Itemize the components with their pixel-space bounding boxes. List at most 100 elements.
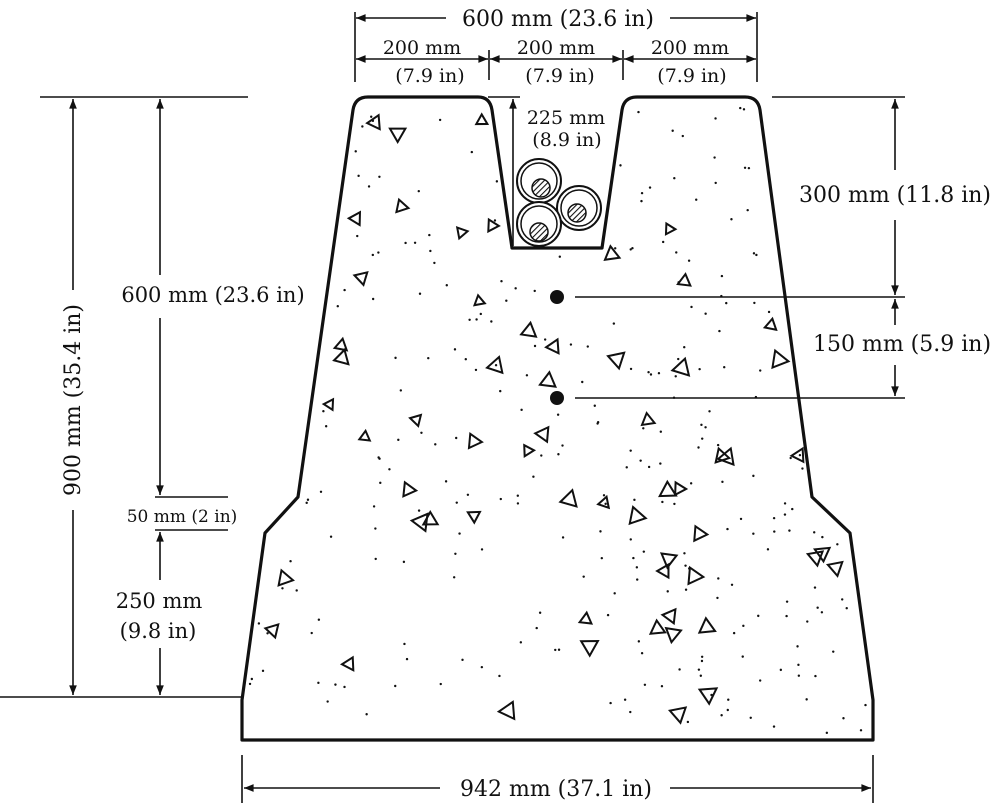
aggregate-stone [659, 552, 679, 570]
aggregate-dot [730, 583, 734, 587]
aggregate-dot [427, 356, 430, 360]
aggregate-dot [464, 358, 467, 361]
lower-height-mm: 250 mm [116, 589, 203, 613]
aggregate-stone [352, 270, 369, 287]
aggregate-dot [557, 648, 561, 651]
aggregate-dot [540, 454, 543, 457]
aggregate-dot [556, 413, 560, 416]
aggregate-dot [586, 345, 589, 348]
aggregate-stone [789, 446, 805, 464]
aggregate-dot [752, 532, 755, 535]
aggregate-dot [266, 632, 269, 635]
aggregate-dot [403, 642, 406, 646]
aggregate-stone [762, 316, 778, 332]
aggregate-dot [343, 288, 346, 292]
aggregate-dot [791, 507, 794, 511]
aggregate-dot [767, 310, 771, 314]
aggregate-dot [700, 655, 704, 659]
aggregate-dot [629, 248, 632, 251]
aggregate-dot [678, 668, 681, 671]
aggregate-dot [329, 535, 333, 538]
aggregate-dot [404, 241, 407, 245]
aggregate-dot [596, 421, 600, 424]
aggregate-dot [417, 509, 421, 512]
aggregate-dot [686, 720, 690, 724]
aggregate-dot [717, 577, 720, 580]
aggregate-dot [326, 700, 329, 703]
aggregate-dot [619, 164, 622, 167]
aggregate-dot [533, 289, 536, 293]
aggregate-dot [602, 494, 606, 497]
aggregate-dot [418, 292, 422, 295]
aggregate-stone [558, 488, 578, 508]
aggregate-dot [649, 373, 653, 376]
aggregate-dot [635, 566, 639, 569]
segment-3-in: (7.9 in) [657, 65, 726, 87]
aggregate-dot [399, 389, 403, 392]
aggregate-dot [716, 443, 720, 447]
aggregate-dot [343, 685, 346, 689]
aggregate-stone [487, 217, 501, 234]
aggregate-dot [821, 535, 824, 539]
aggregate-stone [467, 431, 484, 450]
aggregate-dot [535, 626, 538, 630]
step-height-label: 50 mm (2 in) [127, 507, 238, 527]
aggregate-dot [674, 375, 677, 378]
aggregate-dot [752, 474, 755, 478]
aggregate-dot [458, 532, 461, 535]
aggregate-dot [632, 556, 635, 560]
aggregate-dot [726, 708, 729, 712]
aggregate-dot [739, 106, 742, 110]
aggregate-dot [643, 683, 647, 686]
top-dimensions: 600 mm (23.6 in) 200 mm (7.9 in) 200 mm … [354, 7, 758, 246]
segment-3-mm: 200 mm [651, 37, 729, 59]
aggregate-dot [633, 498, 636, 502]
aggregate-dot [365, 713, 368, 716]
aggregate-stone [603, 244, 622, 261]
aggregate-stone [697, 616, 717, 634]
aggregate-dot [289, 559, 292, 563]
aggregate-dot [379, 481, 382, 485]
aggregate-dot [499, 497, 502, 501]
aggregate-dot [798, 453, 802, 457]
aggregate-dot [772, 516, 776, 520]
aggregate-dot [604, 502, 607, 506]
aggregate-dot [713, 156, 716, 159]
aggregate-dot [370, 115, 373, 118]
aggregate-dot [683, 552, 686, 555]
aggregate-stone [660, 607, 677, 626]
aggregate-dot [683, 346, 686, 349]
aggregate-dot [759, 369, 762, 372]
aggregate-dot [697, 446, 700, 449]
aggregate-stone [263, 622, 280, 640]
aggregate-dot [773, 530, 776, 533]
aggregate-dot [354, 150, 357, 153]
aggregate-dot [730, 218, 733, 221]
barrier-outline [240, 95, 875, 742]
aggregate-dot [660, 684, 664, 688]
aggregate-dot [554, 648, 557, 652]
aggregate-stone [474, 112, 490, 126]
aggregate-dot [671, 129, 674, 132]
aggregate-dot [439, 682, 442, 686]
segment-2-mm: 200 mm [517, 37, 595, 59]
aggregate-dot [434, 443, 437, 446]
upper-height-label: 600 mm (23.6 in) [121, 283, 304, 307]
aggregate-dot [317, 618, 321, 621]
aggregate-dot [533, 344, 537, 348]
aggregate-dot [402, 560, 406, 564]
aggregate-dot [631, 247, 634, 250]
aggregate-dot [516, 494, 520, 497]
aggregate-dot [753, 301, 756, 305]
aggregate-stone [658, 479, 678, 498]
aggregate-dot [561, 444, 564, 447]
aggregate-dot [673, 502, 676, 506]
aggregate-dot [480, 665, 484, 669]
aggregate-dot [788, 529, 791, 532]
conduit-group [516, 158, 602, 247]
aggregate-dot [772, 725, 776, 728]
aggregate-stone [472, 293, 487, 307]
aggregate-dot [361, 125, 364, 128]
aggregate-dot [322, 410, 325, 413]
aggregate-dot [648, 186, 652, 189]
